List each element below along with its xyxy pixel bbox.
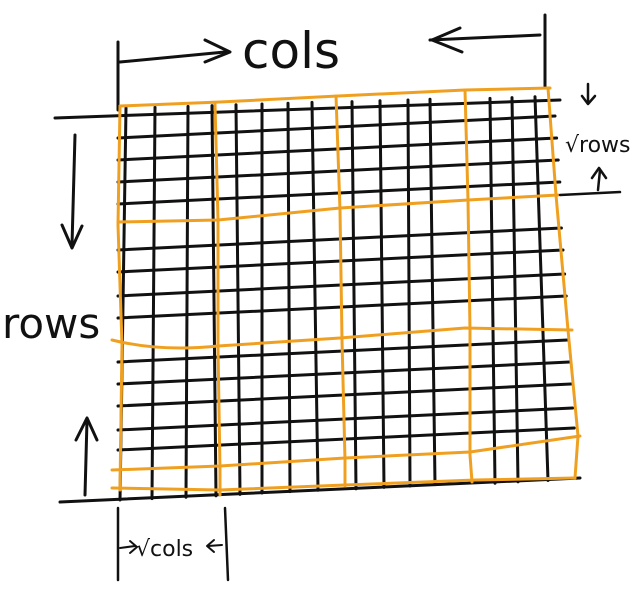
block-row2-edge (110, 326, 574, 350)
grid-vertical-line (510, 96, 520, 484)
sqrt-cols-annotation: √cols (116, 506, 230, 582)
rows-annotation: rows (2, 133, 100, 497)
block-right-edge (546, 86, 580, 480)
sqrt-rows-annotation: √rows (558, 82, 631, 197)
cols-annotation: cols (118, 22, 542, 80)
sqrt-cols-right-tick (223, 506, 230, 582)
grid-vertical-line (184, 104, 190, 499)
grid-horizontal-line (116, 426, 576, 452)
cols-right-arrow-shaft (428, 33, 542, 42)
grid-vertical-line (488, 96, 497, 485)
bottom-border-line (58, 476, 582, 504)
sqrt-rows-label: √rows (565, 133, 631, 158)
rows-label: rows (2, 299, 100, 348)
grid-vertical-line (533, 95, 550, 482)
rows-up-arrow-shaft (83, 418, 89, 497)
rows-down-arrow-head (60, 223, 84, 250)
sqrt-cols-right-arrow-head (206, 539, 215, 553)
rows-up-arrow-head (74, 416, 99, 442)
cols-label: cols (242, 22, 340, 80)
grid-vertical-lines (118, 95, 550, 502)
sqrt-cols-left-arrow-head (129, 540, 138, 554)
cols-right-arrow-head (430, 26, 464, 54)
sqrt-rows-up-arrow-head (590, 166, 608, 180)
grid-vertical-line (210, 104, 218, 498)
sqrt-rows-base-tick (558, 190, 622, 197)
sqrt-rows-down-arrow-head (580, 94, 597, 106)
sqrt-cols-right-arrow-shaft (207, 544, 223, 547)
grid-vertical-line (234, 103, 242, 496)
sqrt-cols-label: √cols (136, 537, 193, 562)
block-left-edge (116, 104, 124, 492)
grid-vertical-line (310, 100, 320, 492)
grid-frame (53, 13, 582, 504)
block-outlines (110, 86, 582, 497)
block-col3-edge (463, 88, 474, 484)
top-border-line (53, 98, 562, 120)
sqrt-rows-up-arrow-shaft (596, 168, 602, 192)
grid-vertical-line (378, 99, 386, 489)
sqrt-cols-left-arrow-shaft (119, 545, 136, 549)
grid-vertical-line (428, 97, 437, 487)
cols-left-arrow-shaft (118, 50, 227, 64)
block-top-edge (118, 86, 552, 108)
grid-vertical-line (150, 105, 157, 501)
cols-left-arrow-head (203, 38, 232, 64)
block-col1-edge (213, 102, 222, 497)
rows-down-arrow-shaft (70, 133, 77, 247)
grid-vertical-line (286, 101, 292, 494)
grid-vertical-line (350, 100, 358, 491)
grid-vertical-line (406, 98, 412, 488)
block-col2-edge (334, 94, 347, 488)
